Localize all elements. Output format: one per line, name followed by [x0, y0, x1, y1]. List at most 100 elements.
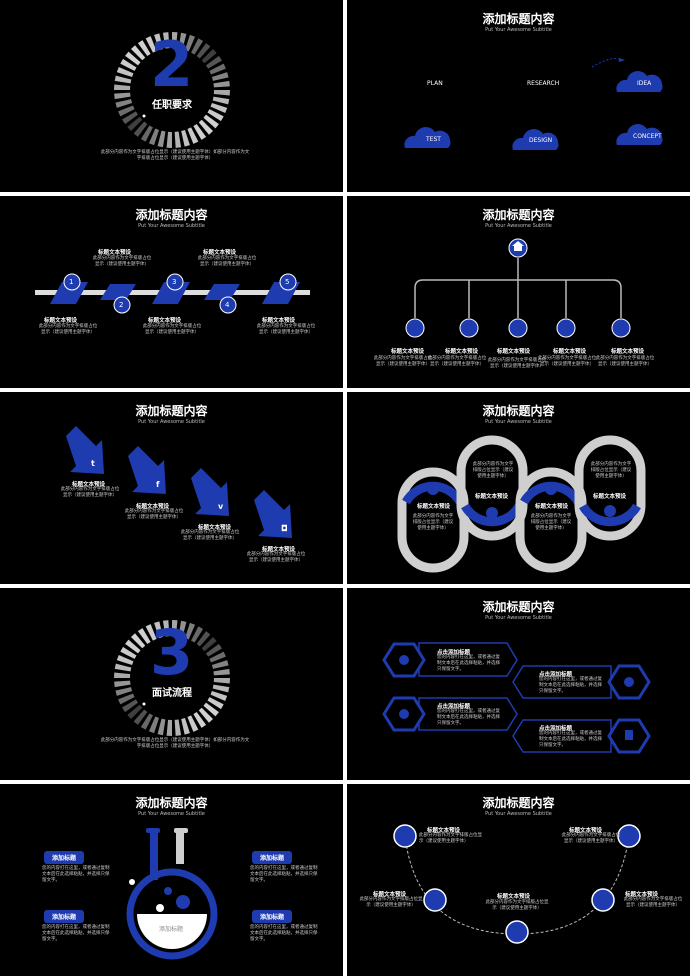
slide-subtitle: Put Your Awesome Subtitle	[485, 419, 552, 425]
tree-diagram	[405, 238, 631, 338]
cloud-test: TEST	[426, 136, 441, 143]
badge-right-top: 添加标题	[252, 851, 293, 864]
flask-graphic	[126, 828, 218, 960]
node-desc-3: 此部分内容作为文字排版占位显示（建议使用主题字体）	[487, 358, 547, 369]
social-desc-4: 此部分内容作为文字排版占位显示（建议使用主题字体）	[246, 552, 306, 563]
step-5: 5	[285, 278, 290, 286]
social-heading-2: 标题文本预设	[136, 504, 170, 510]
pin-icon	[604, 505, 616, 517]
ring-graphic	[114, 620, 230, 736]
slide-clouds[interactable]: 添加标题内容 Put Your Awesome Subtitle PLAN RE…	[347, 0, 690, 192]
hexagon-graphic	[382, 642, 651, 754]
slide-subtitle: Put Your Awesome Subtitle	[485, 27, 552, 33]
hex-body-1: 您的内容打在这里，或者通过复制文本后在此选择粘贴，并选择只保留文字。	[437, 655, 500, 672]
arrow-graphic	[66, 426, 292, 538]
hex-body-3: 您的内容打在这里，或者通过复制文本后在此选择粘贴，并选择只保留文字。	[437, 709, 500, 726]
step-3: 3	[172, 278, 177, 286]
node-desc-1: 此部分内容作为文字排版占位显示（建议使用主题字体）	[373, 356, 433, 367]
step-desc-bottom-1: 此部分内容作为文字排版占位显示（建议使用主题字体）	[38, 324, 98, 335]
cloud-plan: PLAN	[427, 80, 443, 87]
plane-icon	[619, 58, 625, 62]
aperture-icon	[486, 507, 498, 519]
slide-title: 添加标题内容	[482, 796, 555, 810]
slide-timeline[interactable]: 添加标题内容 Put Your Awesome Subtitle 1 2 3 4…	[0, 196, 343, 388]
step-heading-bottom-3: 标题文本预设	[262, 318, 296, 324]
badge-left-bottom: 添加标题	[44, 910, 85, 923]
slide-title: 添加标题内容	[482, 404, 555, 418]
social-heading-4: 标题文本预设	[262, 547, 296, 553]
slide-flask[interactable]: 添加标题内容 Put Your Awesome Subtitle 添加标题 添加…	[0, 784, 343, 976]
arc-desc-1: 此部分内容作为文字排版占位显示（建议使用主题字体）	[419, 833, 482, 844]
node-desc-5: 此部分内容作为文字排版占位显示（建议使用主题字体）	[595, 356, 655, 367]
slide-capsules[interactable]: 添加标题内容 Put Your Awesome Subtitle 标题文本预设 …	[347, 392, 690, 584]
step-desc-bottom-2: 此部分内容作为文字排版占位显示（建议使用主题字体）	[142, 324, 202, 335]
step-4: 4	[225, 301, 230, 309]
body-right-bottom: 您的内容打在这里，或者通过复制文本后在此选择粘贴，并选择只保留文字。	[250, 925, 318, 942]
node-heading-2: 标题文本预设	[445, 349, 479, 355]
social-desc-3: 此部分内容作为文字排版占位显示（建议使用主题字体）	[180, 530, 240, 541]
step-desc-top-1: 此部分内容作为文字排版占位显示（建议使用主题字体）	[92, 256, 152, 267]
step-desc-top-2: 此部分内容作为文字排版占位显示（建议使用主题字体）	[197, 256, 257, 267]
section-desc: 此部分内容作为文字排版占位显示（建议使用主题字体）如部分内容作为文字排版占位显示…	[100, 150, 250, 161]
slide-section-2[interactable]: 2 任职要求 此部分内容作为文字排版占位显示（建议使用主题字体）如部分内容作为文…	[0, 0, 343, 192]
slide-title: 添加标题内容	[135, 404, 208, 418]
capsule-graphic	[397, 435, 646, 573]
search-icon	[459, 318, 479, 338]
capsule-heading-1: 标题文本预设	[417, 504, 451, 510]
step-heading-top-1: 标题文本预设	[98, 250, 132, 256]
capsule-desc-3: 此部分内容作为文字排版占位显示（建议使用主题字体）	[530, 514, 572, 531]
ring-graphic	[114, 32, 230, 148]
body-left-bottom: 您的内容打在这里，或者通过复制文本后在此选择粘贴，并选择只保留文字。	[42, 925, 110, 942]
body-right-top: 您的内容打在这里，或者通过复制文本后在此选择粘贴，并选择只保留文字。	[250, 866, 318, 883]
node-icon-1	[405, 318, 425, 338]
step-1: 1	[69, 278, 74, 286]
section-number: 2	[150, 28, 194, 101]
slide-tree[interactable]: 添加标题内容 Put Your Awesome Subtitle 标题文本预设 …	[347, 196, 690, 388]
flask-label: 添加标题	[159, 926, 184, 933]
arc-desc-5: 此部分内容作为文字排版占位显示（建议使用主题字体）	[561, 833, 621, 844]
cloud-design-shape	[512, 129, 559, 150]
social-heading-1: 标题文本预设	[72, 482, 106, 488]
slide-title: 添加标题内容	[135, 796, 208, 810]
arc-desc-2: 此部分内容作为文字排版占位显示（建议使用主题字体）	[359, 897, 423, 908]
step-heading-bottom-2: 标题文本预设	[148, 318, 182, 324]
hex-title-1: 点击添加标题	[437, 650, 471, 656]
team-icon	[399, 655, 409, 665]
slide-subtitle: Put Your Awesome Subtitle	[485, 223, 552, 229]
section-desc: 此部分内容作为文字排版占位显示（建议使用主题字体）如部分内容作为文字排版占位显示…	[100, 738, 250, 749]
node-icon-3	[508, 318, 528, 338]
slide-title: 添加标题内容	[482, 600, 555, 614]
slide-subtitle: Put Your Awesome Subtitle	[485, 615, 552, 621]
arc-heading-1: 标题文本预设	[427, 828, 461, 834]
grid-icon	[545, 483, 557, 495]
arc-heading-2: 标题文本预设	[373, 892, 407, 898]
capsule-heading-3: 标题文本预设	[535, 504, 569, 510]
hex-title-2: 点击添加标题	[539, 672, 573, 678]
slide-title: 添加标题内容	[482, 208, 555, 222]
hex-title-3: 点击添加标题	[437, 704, 471, 710]
node-desc-2: 此部分内容作为文字排版占位显示（建议使用主题字体）	[427, 356, 487, 367]
cart-icon	[611, 318, 631, 338]
bar-chart-icon	[625, 730, 633, 740]
badge-left-top: 添加标题	[44, 851, 85, 864]
slide-social-arrows[interactable]: 添加标题内容 Put Your Awesome Subtitle t f v ◘…	[0, 392, 343, 584]
node-heading-5: 标题文本预设	[611, 349, 645, 355]
instagram-icon: ◘	[281, 524, 288, 533]
slide-section-3[interactable]: 3 面试流程 此部分内容作为文字排版占位显示（建议使用主题字体）如部分内容作为文…	[0, 588, 343, 780]
slide-arc[interactable]: 添加标题内容 Put Your Awesome Subtitle 标题文本预设 …	[347, 784, 690, 976]
node-heading-1: 标题文本预设	[391, 349, 425, 355]
capsule-desc-4: 此部分内容作为文字排版占位显示（建议使用主题字体）	[590, 462, 632, 479]
slide-title: 添加标题内容	[135, 208, 208, 222]
arc-heading-5: 标题文本预设	[569, 828, 603, 834]
slide-hexagons[interactable]: 添加标题内容 Put Your Awesome Subtitle 点击添加标题 …	[347, 588, 690, 780]
timeline-graphic	[35, 273, 310, 314]
cloud-concept-shape	[616, 124, 663, 145]
social-desc-1: 此部分内容作为文字排版占位显示（建议使用主题字体）	[60, 487, 120, 498]
node-heading-4: 标题文本预设	[553, 349, 587, 355]
arc-heading-4: 标题文本预设	[625, 892, 659, 898]
social-desc-2: 此部分内容作为文字排版占位显示（建议使用主题字体）	[124, 509, 184, 520]
cloud-concept: CONCEPT	[633, 133, 662, 140]
cloud-research: RESEARCH	[527, 80, 560, 87]
badge-right-bottom: 添加标题	[252, 910, 293, 923]
capsule-heading-4: 标题文本预设	[593, 494, 627, 500]
